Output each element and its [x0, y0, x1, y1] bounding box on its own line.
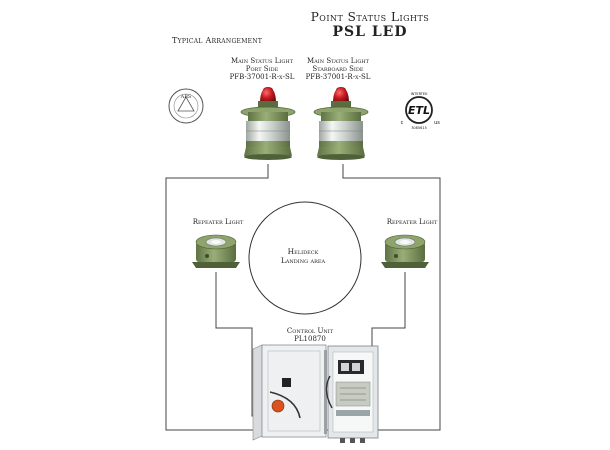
repeater-right-caption: Repeater Light	[386, 218, 438, 226]
control-unit-caption: Control Unit PL10870	[272, 327, 348, 343]
svg-text:c: c	[401, 120, 404, 126]
wiring	[165, 164, 441, 431]
diagram-title: Point Status Lights	[310, 10, 430, 24]
red-lens-icon	[260, 87, 276, 103]
stop-button-icon	[271, 399, 285, 413]
wire-starboard-to-control	[342, 164, 441, 431]
main-light-port-part: PFB-37001-R-x-SL	[229, 73, 295, 81]
abs-certification-logo: ABS	[168, 88, 204, 124]
svg-text:ETL: ETL	[408, 104, 430, 117]
main-light-port-caption: Main Status Light Port Side PFB-37001-R-…	[222, 57, 302, 81]
main-light-starboard-part: PFB-37001-R-x-SL	[305, 73, 371, 81]
arrangement-label: Typical Arrangement	[172, 36, 263, 45]
repeater-light-right	[381, 234, 429, 268]
etl-certification-logo: ETL c us INTERTEK 3085615	[401, 92, 441, 130]
main-light-starboard-label-1: Main Status Light	[306, 57, 370, 65]
control-unit-label: Control Unit	[286, 327, 334, 335]
red-lens-icon	[333, 87, 349, 103]
main-light-starboard-caption: Main Status Light Starboard Side PFB-370…	[296, 57, 380, 81]
abs-seal-text: ABS	[180, 94, 192, 100]
control-unit	[252, 344, 379, 443]
control-unit-part: PL10870	[294, 335, 326, 343]
helideck-label: Helideck Landing area	[268, 247, 338, 265]
svg-text:3085615: 3085615	[411, 126, 427, 130]
main-light-starboard	[313, 87, 369, 160]
helideck-circle	[248, 201, 362, 315]
svg-text:us: us	[434, 120, 440, 126]
main-light-port	[240, 87, 296, 160]
helideck-line-1: Helideck	[287, 247, 319, 256]
door-switch-icon	[282, 378, 291, 387]
helideck-line-2: Landing area	[280, 256, 326, 265]
main-light-starboard-label-2: Starboard Side	[312, 65, 364, 73]
repeater-left-caption: Repeater Light	[192, 218, 244, 226]
diagram-subtitle: PSL LED	[332, 24, 408, 40]
repeater-light-left	[192, 234, 240, 268]
svg-text:INTERTEK: INTERTEK	[411, 92, 429, 96]
main-light-port-label-2: Port Side	[245, 65, 279, 73]
main-light-port-label-1: Main Status Light	[230, 57, 294, 65]
wire-port-to-control	[165, 164, 330, 431]
